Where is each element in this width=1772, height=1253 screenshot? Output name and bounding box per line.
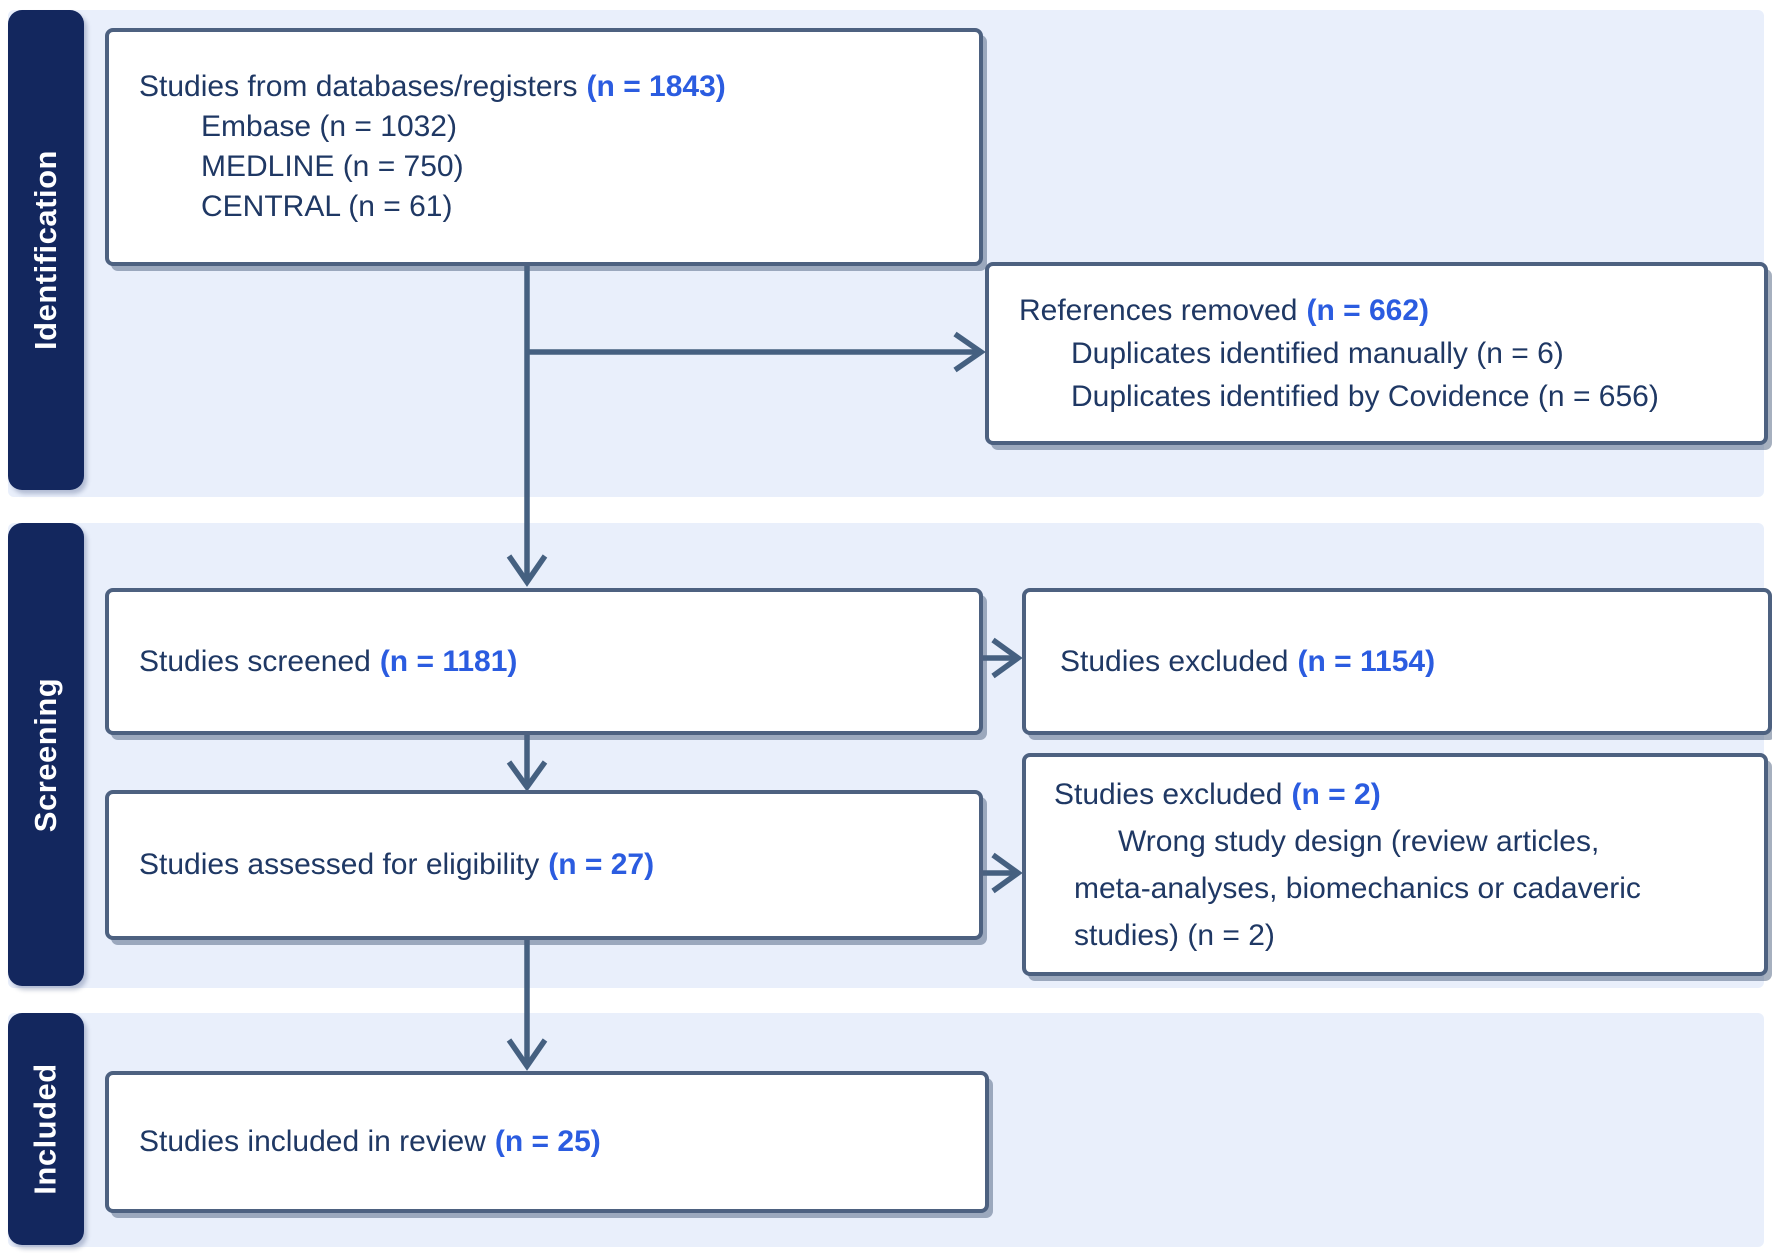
box-references-removed-item: Duplicates identified manually (n = 6) [1071,337,1564,370]
box-excluded-eligibility-count: (n = 2) [1291,777,1381,811]
box-databases: Studies from databases/registers(n = 184… [105,28,983,266]
arrowhead-assessed-to-included [506,1038,548,1071]
box-references-removed-text: References removed [1019,294,1298,327]
box-databases-text: Studies from databases/registers [139,70,578,103]
box-databases-item: CENTRAL (n = 61) [201,190,453,223]
box-included: Studies included in review(n = 25) [105,1071,989,1213]
arrowhead-screened-to-assessed [506,760,548,792]
identification-stage-band: Identification [8,10,84,490]
box-references-removed-count: (n = 662) [1306,294,1430,327]
box-excluded-screening-count: (n = 1154) [1297,644,1436,678]
box-databases-item: Embase (n = 1032) [201,110,457,143]
box-references-removed-item: Duplicates identified by Covidence (n = … [1071,380,1659,413]
box-included-count: (n = 25) [494,1125,601,1158]
screening-stage-band: Screening [8,523,84,986]
box-databases-item: MEDLINE (n = 750) [201,150,464,183]
box-excluded-eligibility-item: Wrong study design (review articles, [1118,824,1600,858]
box-included-text: Studies included in review [139,1125,486,1158]
box-databases-title: Studies from databases/registers(n = 184… [139,67,979,107]
box-screened-count: (n = 1181) [379,644,518,678]
box-excluded-eligibility-item: meta-analyses, biomechanics or cadaveric [1074,871,1641,905]
box-assessed-count: (n = 27) [548,848,655,881]
box-screened: Studies screened(n = 1181) [105,588,983,735]
box-excluded-eligibility-text: Studies excluded [1054,777,1283,811]
box-assessed-text: Studies assessed for eligibility [139,848,540,881]
box-references-removed: References removed(n = 662) Duplicates i… [985,262,1768,445]
box-excluded-eligibility: Studies excluded(n = 2) Wrong study desi… [1022,753,1768,976]
box-screened-title: Studies screened(n = 1181) [139,642,979,682]
arrowhead-assessed-to-excluded [991,852,1023,894]
arrowhead-to-references-removed [953,331,986,373]
box-excluded-eligibility-title: Studies excluded(n = 2) [1054,771,1764,818]
box-excluded-screening-title: Studies excluded(n = 1154) [1060,642,1768,682]
box-screened-text: Studies screened [139,644,371,678]
box-references-removed-title: References removed(n = 662) [1019,289,1764,332]
box-assessed: Studies assessed for eligibility(n = 27) [105,790,983,940]
box-databases-count: (n = 1843) [586,70,726,103]
box-included-title: Studies included in review(n = 25) [139,1122,985,1162]
included-stage-band: Included [8,1013,84,1245]
arrowhead-databases-to-screened [506,554,548,587]
arrowhead-screened-to-excluded [991,637,1023,679]
box-excluded-eligibility-item: studies) (n = 2) [1074,918,1275,952]
box-excluded-screening: Studies excluded(n = 1154) [1022,588,1772,735]
box-excluded-screening-text: Studies excluded [1060,644,1289,678]
box-assessed-title: Studies assessed for eligibility(n = 27) [139,845,979,885]
